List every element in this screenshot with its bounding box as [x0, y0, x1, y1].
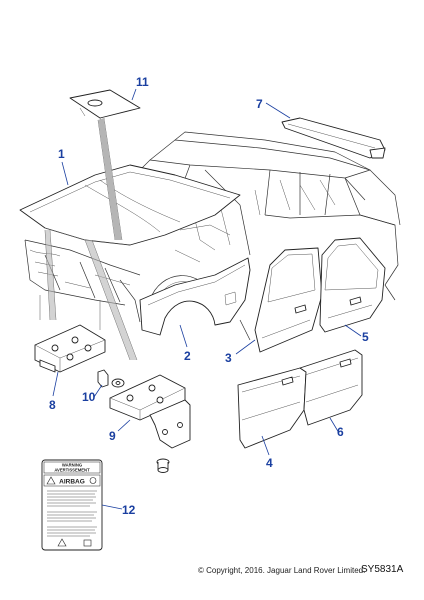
- callout-7: 7: [256, 97, 263, 111]
- callout-12: 12: [122, 503, 136, 517]
- rear-door-skin-part[interactable]: [299, 349, 363, 426]
- hinge-bolt[interactable]: [156, 458, 170, 473]
- label-fine-print: [47, 490, 97, 537]
- callout-4: 4: [266, 456, 273, 470]
- leader-lines: [52, 88, 362, 510]
- callout-2: 2: [184, 349, 191, 363]
- car-body-shell: [24, 131, 401, 341]
- callout-numbers: 11 1 7 2 3 5 4 6 8 10 9 12: [49, 75, 369, 517]
- airbag-warning-label-part[interactable]: WARNING AVERTISSEMENT AIRBAG: [41, 459, 103, 551]
- bolt-washer-part[interactable]: [97, 369, 125, 388]
- gas-strut-lines: [44, 117, 138, 361]
- bonnet-insulator-part[interactable]: [69, 89, 141, 127]
- bonnet-hinge-part[interactable]: [34, 324, 106, 373]
- bonnet-part[interactable]: [19, 164, 241, 246]
- door-hinge-part[interactable]: [109, 374, 191, 449]
- front-door-part[interactable]: [254, 247, 323, 353]
- callout-9: 9: [109, 429, 116, 443]
- diagram-reference: SY5831A: [361, 564, 404, 575]
- copyright-notice: © Copyright, 2016. Jaguar Land Rover Lim…: [198, 566, 366, 575]
- front-door-skin-part[interactable]: [237, 367, 307, 449]
- label-warning-line: WARNING: [62, 463, 82, 468]
- callout-6: 6: [337, 425, 344, 439]
- warning-triangle-icon: [46, 476, 56, 485]
- label-airbag-title: AIRBAG: [59, 479, 85, 486]
- callout-11: 11: [136, 75, 149, 89]
- callout-8: 8: [49, 398, 56, 412]
- callout-1: 1: [58, 147, 65, 161]
- callout-5: 5: [362, 330, 369, 344]
- front-wing-part[interactable]: [139, 257, 251, 336]
- boot-lid-part[interactable]: [281, 117, 386, 159]
- callout-10: 10: [82, 390, 96, 404]
- label-avertissement-line: AVERTISSEMENT: [54, 468, 90, 473]
- label-caution-icon: [57, 538, 67, 547]
- callout-3: 3: [225, 351, 232, 365]
- label-book-icon: [83, 539, 92, 547]
- rear-door-part[interactable]: [319, 237, 386, 333]
- airbag-person-icon: [89, 477, 97, 484]
